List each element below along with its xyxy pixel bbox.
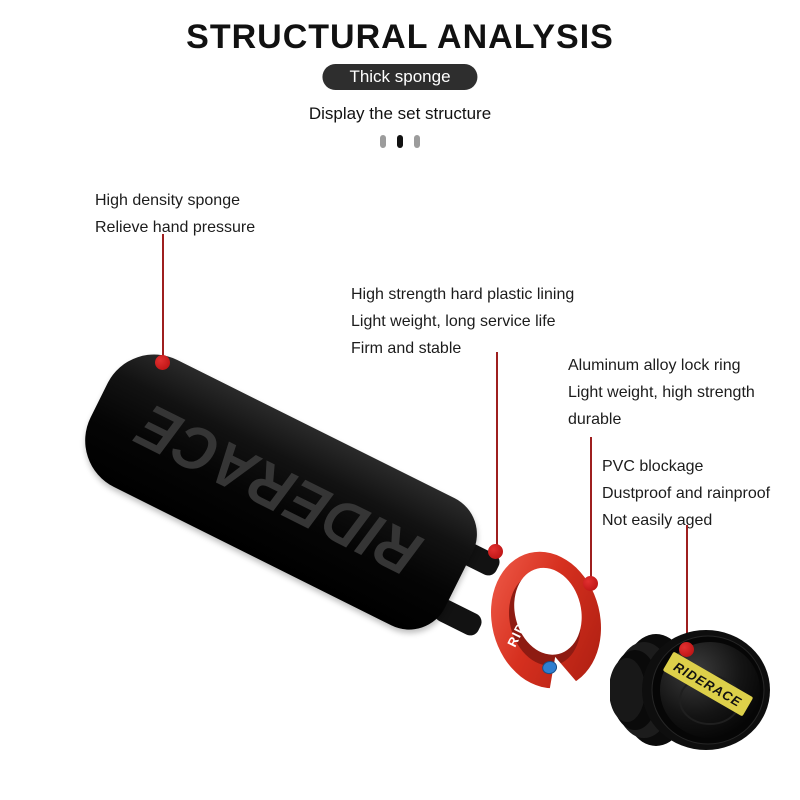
leader-line-plastic-lining (496, 352, 498, 546)
annotation-line: Light weight, high strength (568, 384, 755, 401)
annotation-line: High strength hard plastic lining (351, 286, 575, 303)
end-cap-graphic: RIDERACE (610, 630, 770, 750)
subtitle: Display the set structure (308, 104, 492, 123)
annotation-line: High density sponge (95, 192, 240, 209)
annotation-line: Relieve hand pressure (95, 219, 256, 236)
annotation-line: Not easily aged (602, 512, 713, 529)
progress-dot (414, 135, 420, 148)
grip-brand-text: RIDERACE (126, 390, 432, 590)
leader-line-lock-ring (590, 437, 592, 578)
annotation-line: Dustproof and rainproof (602, 485, 771, 502)
annotation-line: Aluminum alloy lock ring (568, 357, 741, 374)
annotation-plastic-lining: High strength hard plastic lining Light … (351, 281, 574, 362)
ring-hole (514, 567, 582, 655)
sponge-grip-graphic: RIDERACE (67, 336, 491, 644)
leader-dot-sponge (155, 355, 170, 370)
progress-dot-active (397, 135, 403, 148)
annotation-end-cap: PVC blockage Dustproof and rainproof Not… (602, 453, 770, 534)
page-title: STRUCTURAL ANALYSIS (186, 18, 614, 56)
annotation-line: PVC blockage (602, 458, 704, 475)
annotation-line: durable (568, 411, 622, 428)
lock-ring-graphic: RIDERACE (491, 551, 601, 692)
ring-clamp-bolt (542, 660, 558, 675)
annotation-line: Firm and stable (351, 340, 462, 357)
annotation-sponge: High density sponge Relieve hand pressur… (95, 187, 255, 241)
leader-line-sponge (162, 234, 164, 357)
progress-indicator (380, 135, 420, 148)
annotation-line: Light weight, long service life (351, 313, 556, 330)
leader-dot-end-cap (679, 642, 694, 657)
leader-line-end-cap (686, 525, 688, 644)
feature-badge: Thick sponge (322, 64, 478, 90)
progress-dot (380, 135, 386, 148)
leader-dot-lock-ring (583, 576, 598, 591)
annotation-lock-ring: Aluminum alloy lock ring Light weight, h… (568, 352, 755, 433)
leader-dot-plastic-lining (488, 544, 503, 559)
